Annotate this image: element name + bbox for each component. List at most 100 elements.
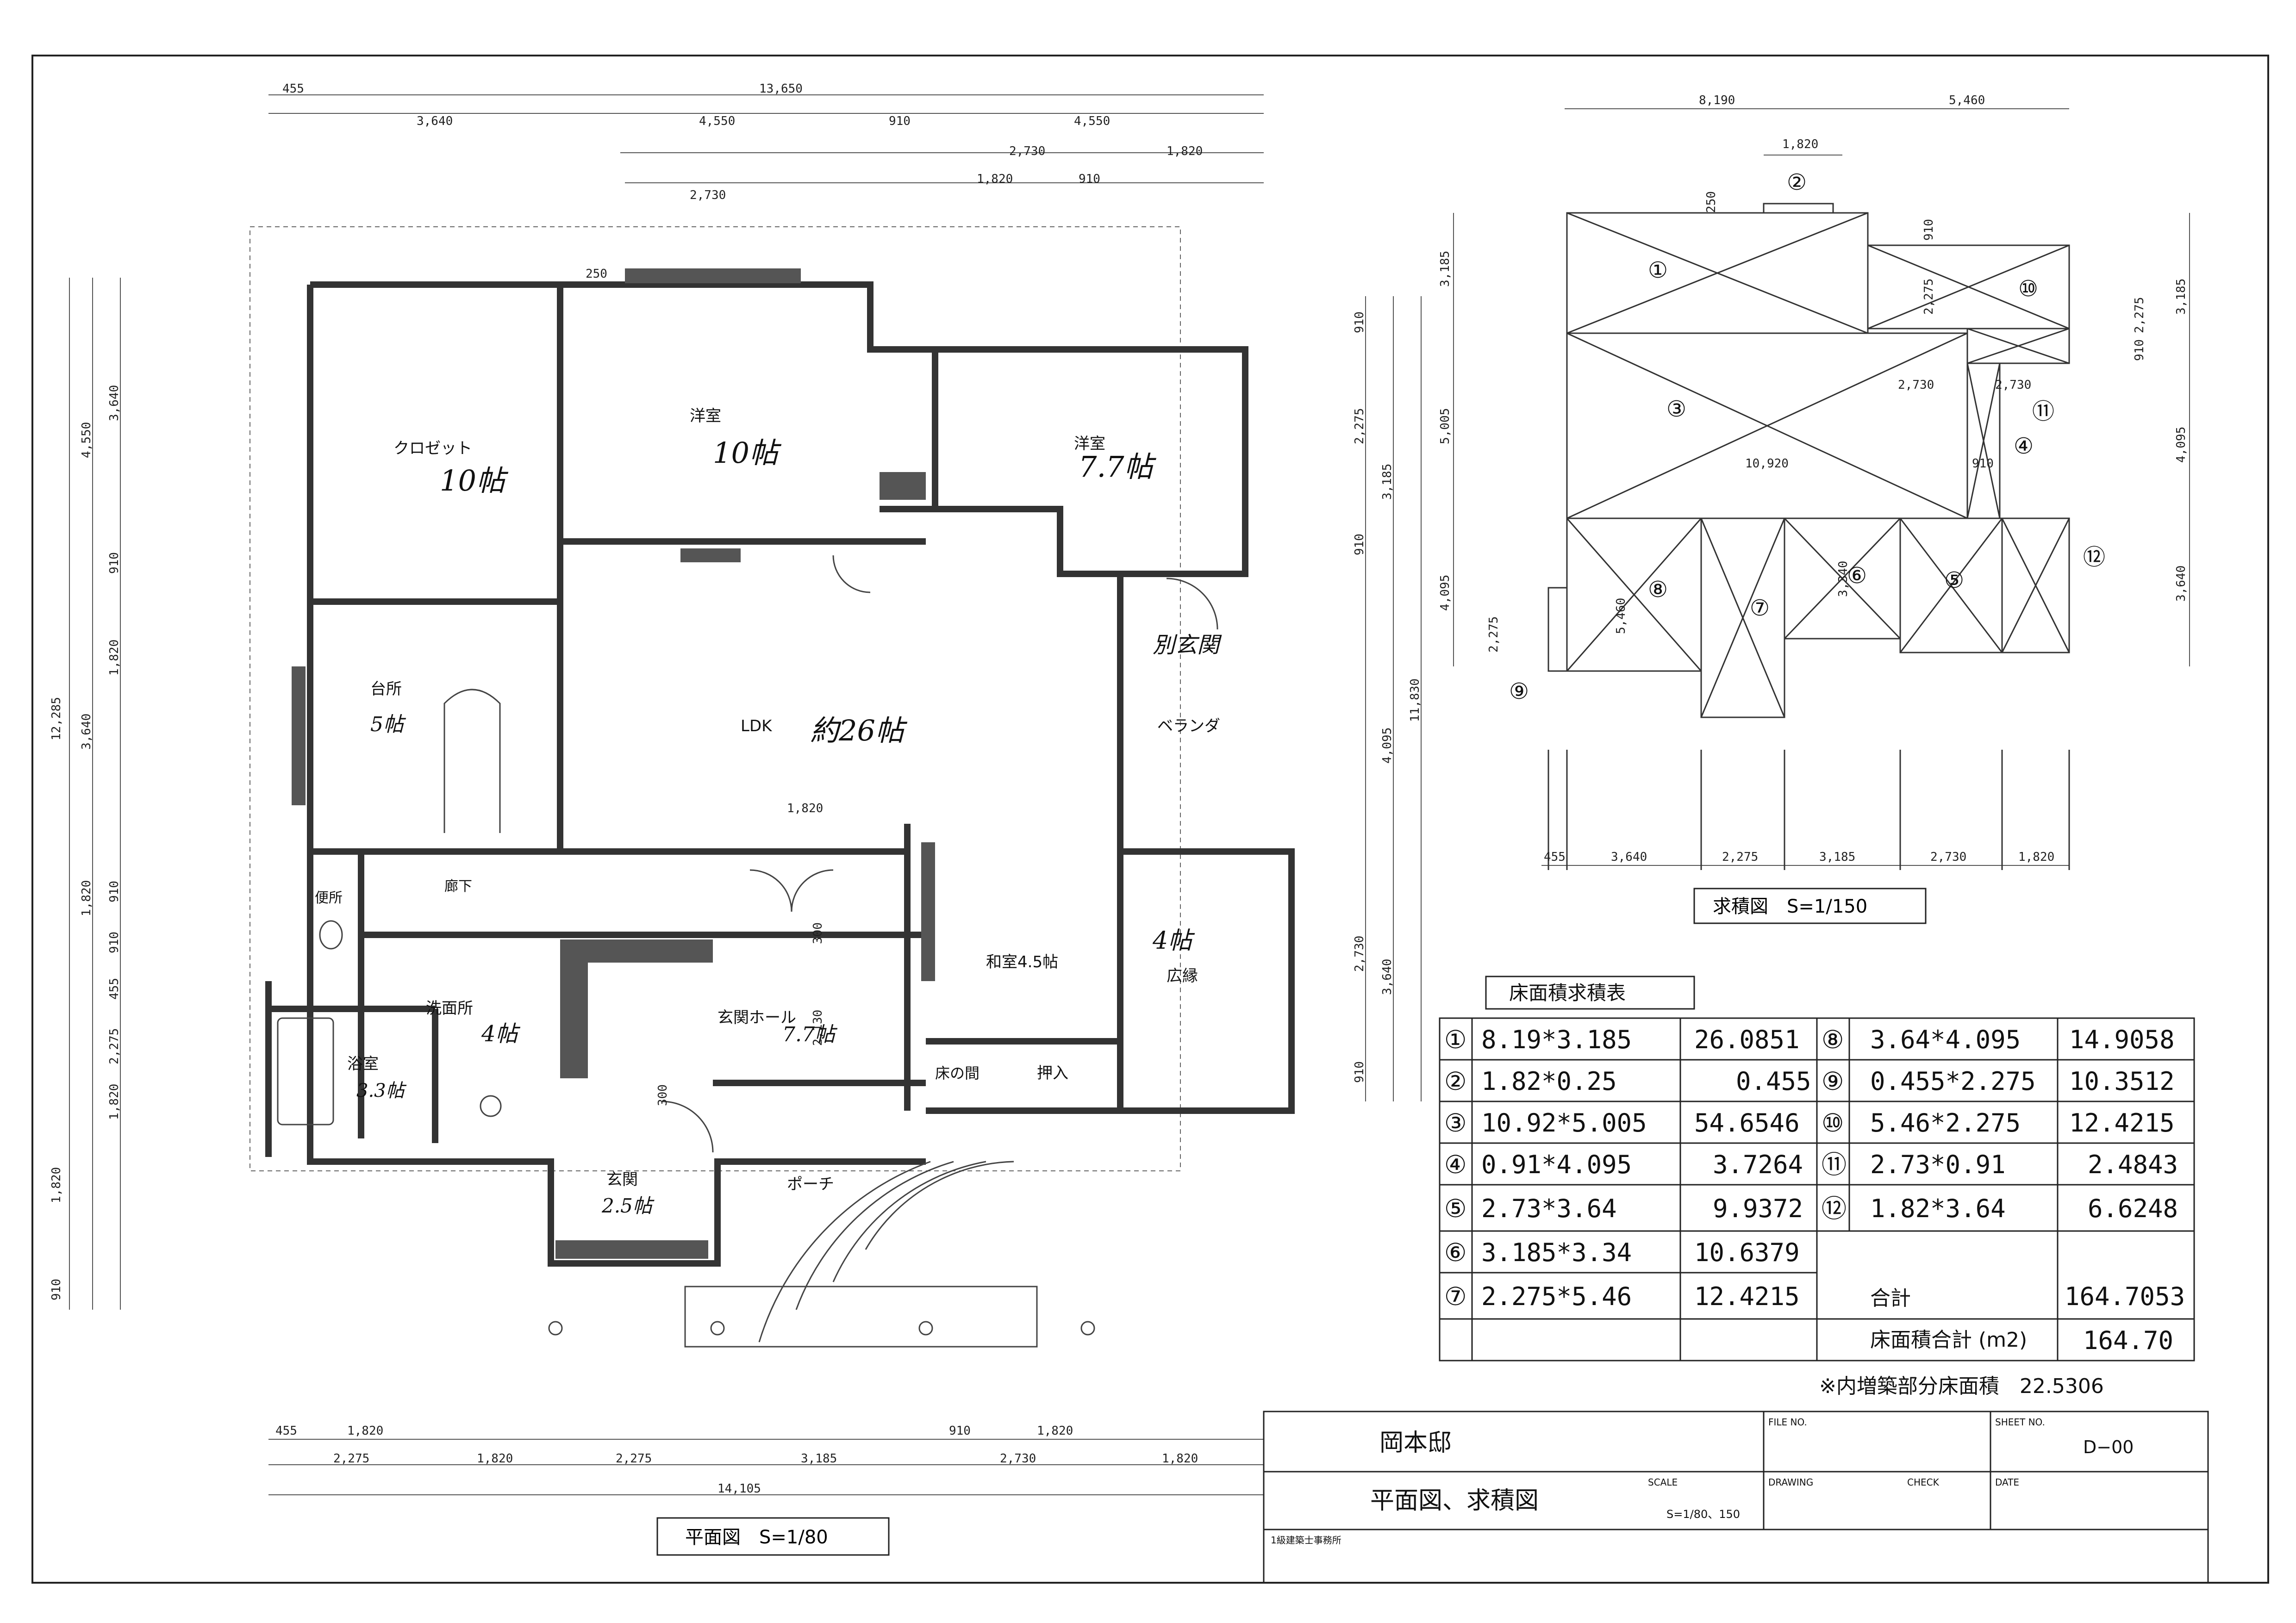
svg-text:3,640: 3,640 bbox=[80, 714, 94, 750]
ad-bottom-dim: 3,640 bbox=[1611, 850, 1647, 864]
table-cell: 10.3512 bbox=[2069, 1067, 2175, 1096]
svg-text:300: 300 bbox=[811, 922, 825, 944]
table-cell: 10.92*5.005 bbox=[1481, 1108, 1647, 1138]
room-label: 洗面所 bbox=[426, 999, 473, 1018]
table-cell: 1.82*0.25 bbox=[1481, 1067, 1617, 1096]
scale-label: SCALE bbox=[1648, 1477, 1678, 1488]
sheet-no-label: SHEET NO. bbox=[1995, 1417, 2045, 1428]
room-label: ベランダ bbox=[1157, 717, 1220, 735]
svg-text:1,820: 1,820 bbox=[50, 1167, 63, 1203]
ad-top-dim: 8,190 bbox=[1699, 93, 1735, 107]
fp-top-dim: 2,730 bbox=[1009, 144, 1045, 158]
table-cell: ④ bbox=[1444, 1150, 1466, 1179]
svg-text:4,095: 4,095 bbox=[1438, 575, 1452, 611]
area-diagram bbox=[1453, 108, 2190, 870]
table-cell: 12.4215 bbox=[1694, 1282, 1800, 1311]
svg-text:910: 910 bbox=[107, 881, 121, 902]
table-cell: ⑩ bbox=[1822, 1108, 1844, 1138]
table-cell: ⑨ bbox=[1822, 1067, 1844, 1096]
file-no-label: FILE NO. bbox=[1768, 1417, 1807, 1428]
ad-bottom-dim: 2,730 bbox=[1930, 850, 1966, 864]
svg-text:250: 250 bbox=[1704, 191, 1718, 213]
fp-bottom-dim: 1,820 bbox=[347, 1424, 383, 1438]
svg-text:1,820: 1,820 bbox=[107, 640, 121, 676]
table-cell: 6.6248 bbox=[2088, 1194, 2178, 1223]
svg-text:1,820: 1,820 bbox=[107, 1084, 121, 1120]
area-marker: ⑤ bbox=[1944, 567, 1964, 593]
room-label: 和室4.5帖 bbox=[986, 953, 1058, 971]
area-marker: ⑫ bbox=[2083, 544, 2105, 570]
room-label: 浴室 bbox=[347, 1055, 379, 1073]
ad-side-dims: 250 910 3,185 5,005 4,095 2,275 2,275 91… bbox=[1438, 191, 2188, 653]
room-note: 5帖 bbox=[370, 713, 406, 736]
area-diagram-caption: 求積図 S=1/150 bbox=[1713, 896, 1867, 917]
room-label: 台所 bbox=[370, 680, 402, 698]
table-cell: ⑫ bbox=[1822, 1194, 1847, 1223]
room-label: 玄関ホール bbox=[718, 1008, 796, 1027]
svg-text:4,095: 4,095 bbox=[1380, 728, 1394, 764]
svg-text:2,130: 2,130 bbox=[811, 1010, 825, 1046]
area-marker: ⑪ bbox=[2032, 398, 2054, 424]
svg-text:2,275: 2,275 bbox=[1353, 408, 1366, 444]
sheet-border bbox=[31, 55, 2269, 1584]
table-cell: 26.0851 bbox=[1694, 1025, 1800, 1054]
ad-bottom-dim: 2,275 bbox=[1722, 850, 1758, 864]
room-label: クロゼット bbox=[393, 439, 472, 458]
ad-inner-dim: 2,730 bbox=[1898, 378, 1934, 392]
table-cell: 2.275*5.46 bbox=[1481, 1282, 1632, 1311]
fp-right-dims: 910 2,275 3,185 910 4,095 11,830 2,730 3… bbox=[1353, 311, 1422, 1083]
area-marker: ⑦ bbox=[1750, 595, 1770, 621]
svg-text:2,275: 2,275 bbox=[1487, 616, 1501, 653]
area-marker: ② bbox=[1787, 169, 1807, 195]
table-cell: ⑥ bbox=[1444, 1238, 1466, 1267]
room-label: 洋室 bbox=[690, 407, 721, 425]
svg-text:12,285: 12,285 bbox=[50, 697, 63, 740]
fp-top-dim: 2,730 bbox=[690, 188, 726, 202]
svg-text:3,340: 3,340 bbox=[1836, 561, 1850, 597]
fp-top-dim: 910 bbox=[889, 114, 911, 128]
area-table-grid bbox=[1439, 1017, 2195, 1362]
table-cell: 3.7264 bbox=[1713, 1150, 1803, 1179]
table-cell: ⑧ bbox=[1822, 1025, 1844, 1054]
table-cell: 0.91*4.095 bbox=[1481, 1150, 1632, 1179]
ad-inner-dim: 2,730 bbox=[1995, 378, 2031, 392]
fp-top-dim: 1,820 bbox=[977, 172, 1013, 186]
fp-top-dim: 4,550 bbox=[699, 114, 735, 128]
table-cell: ② bbox=[1444, 1067, 1466, 1096]
fp-top-dim: 4,550 bbox=[1074, 114, 1110, 128]
area-marker: ⑨ bbox=[1509, 678, 1529, 704]
svg-text:2,275: 2,275 bbox=[107, 1028, 121, 1064]
total-value: 164.70 bbox=[2083, 1326, 2173, 1355]
table-cell: 2.73*0.91 bbox=[1870, 1150, 2006, 1179]
floor-plan bbox=[69, 94, 1422, 1495]
room-note: 3.3帖 bbox=[356, 1080, 407, 1101]
room-label: ポーチ bbox=[787, 1175, 834, 1194]
floor-plan-caption: 平面図 S=1/80 bbox=[685, 1527, 828, 1548]
table-cell: 2.73*3.64 bbox=[1481, 1194, 1617, 1223]
svg-text:910: 910 bbox=[107, 932, 121, 953]
fp-bottom-dim: 910 bbox=[949, 1424, 971, 1438]
svg-text:4,550: 4,550 bbox=[80, 422, 94, 458]
area-table-right: ⑧ 3.64*4.095 14.9058 ⑨ 0.455*2.275 10.35… bbox=[1822, 1025, 2178, 1223]
table-cell: 3.64*4.095 bbox=[1870, 1025, 2021, 1054]
table-cell: ③ bbox=[1444, 1108, 1466, 1138]
table-cell: 1.82*3.64 bbox=[1870, 1194, 2006, 1223]
svg-text:910: 910 bbox=[50, 1279, 63, 1300]
table-cell: 0.455 bbox=[1736, 1067, 1811, 1096]
table-cell: 3.185*3.34 bbox=[1481, 1238, 1632, 1267]
ad-bottom-dim: 1,820 bbox=[2018, 850, 2054, 864]
ad-inner-dim: 910 bbox=[1972, 457, 1994, 471]
fp-top-dim: 250 bbox=[586, 267, 607, 281]
room-label: 玄関 bbox=[606, 1170, 638, 1189]
office-name: 1級建築士事務所 bbox=[1271, 1535, 1341, 1546]
room-note: 約26帖 bbox=[810, 714, 908, 747]
room-note: 4帖 bbox=[1152, 927, 1195, 955]
area-table-title: 床面積求積表 bbox=[1509, 982, 1626, 1004]
svg-text:3,185: 3,185 bbox=[2174, 279, 2188, 315]
table-cell: ⑪ bbox=[1822, 1150, 1847, 1179]
svg-text:910: 910 bbox=[2133, 339, 2146, 361]
area-table-left: ① 8.19*3.185 26.0851 ② 1.82*0.25 0.455 ③… bbox=[1444, 1025, 1811, 1311]
sheet-no-value: D−00 bbox=[2083, 1437, 2134, 1457]
area-marker: ④ bbox=[2014, 433, 2034, 459]
